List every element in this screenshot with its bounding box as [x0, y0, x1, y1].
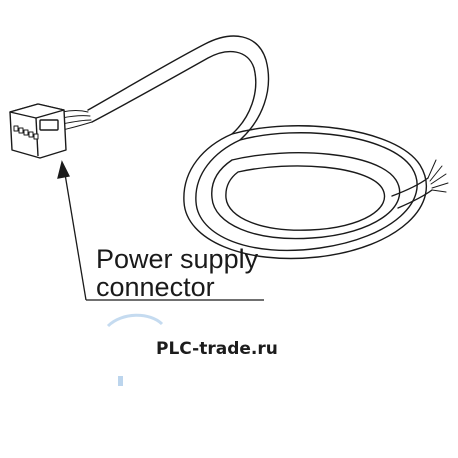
cable-exit-upper — [391, 177, 429, 197]
watermark-dot-mark — [118, 376, 123, 386]
callout-leader-line — [63, 167, 87, 301]
callout-label-line1: Power supply — [96, 244, 259, 274]
callout-leader — [57, 160, 264, 301]
watermark-text: PLC-trade.ru — [156, 339, 278, 359]
coil-outer-loop — [195, 132, 418, 252]
connector-wires — [61, 110, 93, 131]
connector-pin-slots — [13, 125, 39, 140]
coil-inner-loop — [211, 152, 401, 240]
connector-top-face — [9, 103, 65, 119]
power-supply-connector — [9, 103, 67, 159]
watermark: PLC-trade.ru — [106, 313, 278, 386]
callout-label-line2: connector — [96, 272, 215, 302]
cable — [87, 35, 433, 260]
coil-inner-loop-edge — [225, 165, 386, 231]
cable-lower-outline — [91, 50, 257, 135]
connector-latch — [39, 119, 59, 131]
frayed-wire-ends — [427, 159, 449, 193]
cable-exit-lower — [397, 189, 433, 209]
cable-upper-outline — [87, 35, 270, 141]
watermark-arc-mark — [106, 313, 164, 328]
coil-outer-loop-inner-edge — [183, 125, 427, 260]
callout-arrowhead — [57, 160, 70, 179]
